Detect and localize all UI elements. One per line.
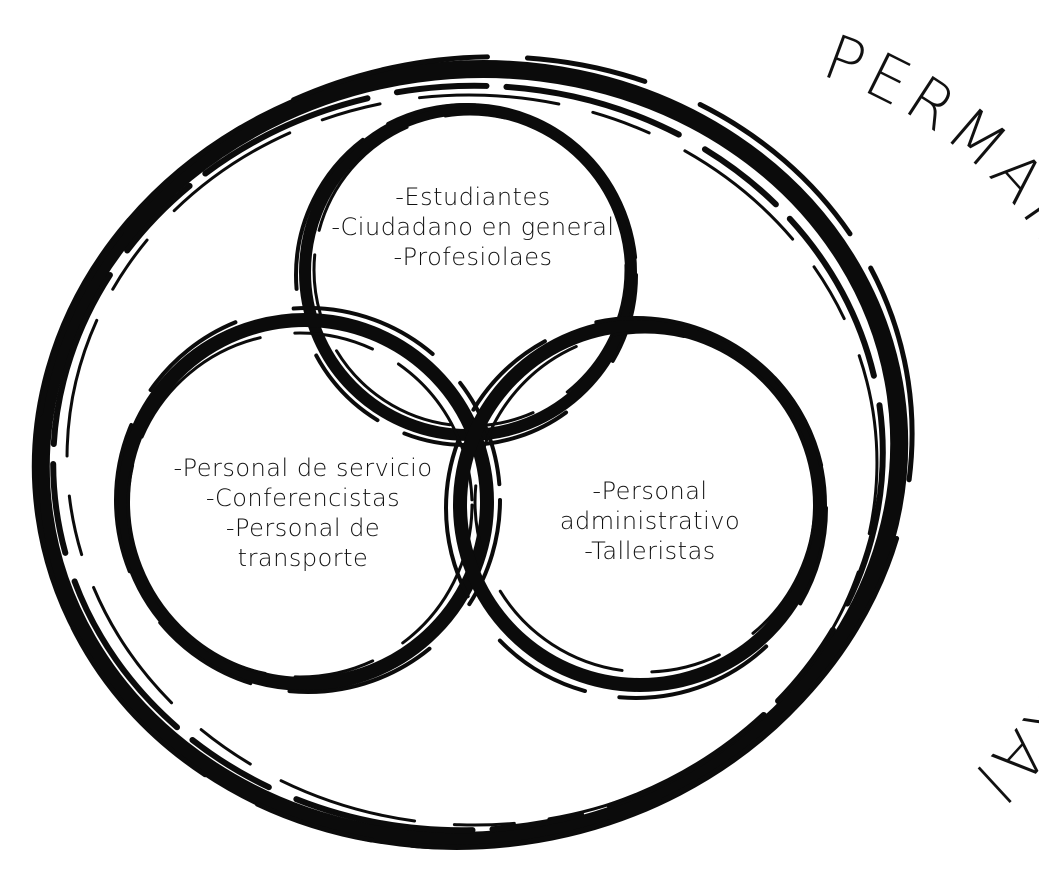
outer-ring-label: PERMANENTE-TEMPORAl	[815, 20, 1039, 820]
circle-right	[444, 316, 828, 700]
circle-top-label: -Estudiantes -Ciudadano en general -Prof…	[318, 182, 628, 272]
circle-right-line-3: -Talleristas	[584, 537, 716, 565]
circle-left	[114, 306, 502, 694]
circle-right-line-2: administrativo	[559, 507, 741, 535]
circle-top-line-3: -Profesiolaes	[393, 243, 553, 271]
outer-ring-label-path: PERMANENTE-TEMPORAl	[815, 20, 1039, 820]
circle-left-line-4: transporte	[237, 544, 369, 572]
circle-top-line-2: -Ciudadano en general	[331, 213, 615, 241]
circle-left-line-2: -Conferencistas	[205, 484, 401, 512]
circle-right-line-1: -Personal	[592, 477, 708, 505]
circle-left-line-1: -Personal de servicio	[173, 454, 433, 482]
circle-left-label: -Personal de servicio -Conferencistas -P…	[138, 453, 468, 573]
circle-top-line-1: -Estudiantes	[395, 183, 551, 211]
outer-ring	[31, 54, 915, 850]
circle-right-label: -Personal administrativo -Talleristas	[520, 476, 780, 566]
circle-left-line-3: -Personal de	[225, 514, 381, 542]
